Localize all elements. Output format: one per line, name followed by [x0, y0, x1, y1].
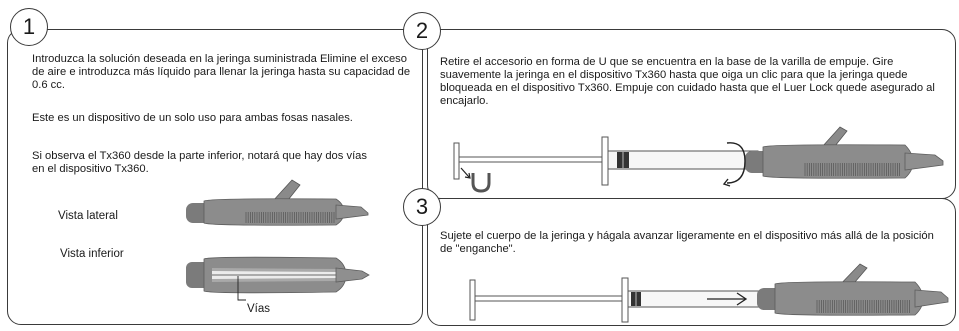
step-3-syringe-illustration: [469, 263, 949, 323]
step-1-number-badge: 1: [10, 8, 48, 46]
bottom-view-label: Vista inferior: [60, 248, 124, 260]
device-side-view-illustration: [186, 179, 369, 226]
step-1-paragraph-2: Este es un dispositivo de un solo uso pa…: [32, 112, 353, 124]
step-1-paragraph-1: Introduzca la solución deseada en la jer…: [32, 53, 411, 91]
side-view-label: Vista lateral: [58, 210, 118, 222]
step-1-paragraph-3: Si observa el Tx360 desde la parte infer…: [32, 150, 368, 175]
step-3-text: Sujete el cuerpo de la jeringa y hágala …: [440, 230, 934, 255]
channels-label: Vías: [247, 303, 271, 315]
step-1-panel: [7, 29, 423, 325]
step-2-number-badge: 2: [403, 12, 441, 50]
step-2-syringe-illustration: [453, 126, 944, 193]
step-2-text: Retire el accesorio en forma de U que se…: [440, 56, 935, 107]
step-3-number-badge: 3: [403, 188, 441, 226]
step-3-panel: [427, 198, 956, 326]
device-bottom-view-illustration: [186, 256, 370, 301]
